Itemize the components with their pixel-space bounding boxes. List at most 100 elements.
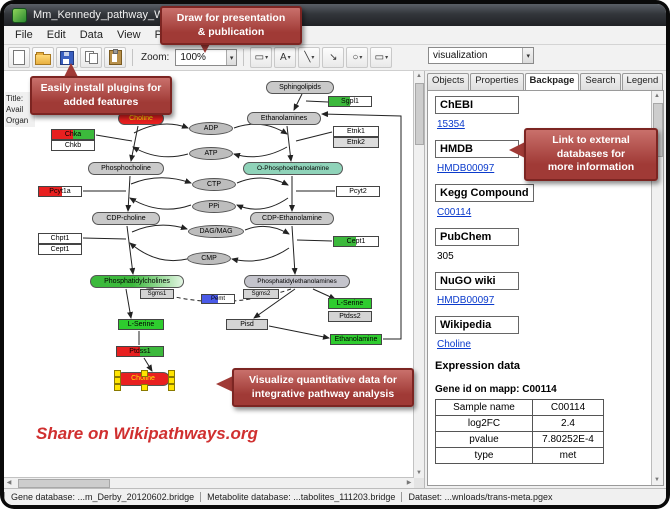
pathway-edge[interactable] bbox=[143, 357, 153, 372]
title-bar[interactable]: Mm_Kennedy_pathway_WP1771_45176.gpml bbox=[4, 4, 666, 26]
line-tool-button[interactable]: ╲▾ bbox=[298, 47, 321, 68]
pathway-edge[interactable] bbox=[231, 247, 290, 264]
pathway-node-atp[interactable]: ATP bbox=[189, 147, 233, 160]
pathway-edge[interactable] bbox=[125, 175, 132, 212]
label-tool-button[interactable]: A▾ bbox=[274, 47, 297, 68]
backpage-link[interactable]: C00114 bbox=[437, 207, 472, 218]
pathway-node-sphingolipids[interactable]: Sphingolipids bbox=[266, 81, 334, 94]
selection-handle[interactable] bbox=[114, 384, 121, 391]
tab-legend[interactable]: Legend bbox=[621, 73, 664, 90]
tab-objects[interactable]: Objects bbox=[427, 73, 470, 90]
pathway-node-ptdss2[interactable]: Ptdss2 bbox=[328, 311, 372, 322]
selection-handle[interactable] bbox=[168, 384, 175, 391]
open-file-button[interactable] bbox=[32, 47, 54, 68]
selection-handle[interactable] bbox=[141, 370, 148, 377]
pathway-node-pcyt1a[interactable]: Pcyt1a bbox=[38, 186, 82, 197]
pathway-edge[interactable] bbox=[296, 239, 333, 242]
rectangle-tool-button[interactable]: ▭▾ bbox=[370, 47, 393, 68]
pathway-node-etnk1[interactable]: Etnk1 bbox=[333, 126, 379, 137]
pathway-edge[interactable] bbox=[133, 123, 189, 134]
menu-data[interactable]: Data bbox=[79, 29, 103, 41]
graphical-line-tool-button[interactable]: ↘ bbox=[322, 47, 345, 68]
datanode-tool-button[interactable]: ▭▾ bbox=[250, 47, 273, 68]
pathway-node-o-phosphoethanolamine[interactable]: O-Phosphoethanolamine bbox=[243, 162, 343, 175]
pathway-node-adp[interactable]: ADP bbox=[189, 122, 233, 135]
pathway-node-etnk2[interactable]: Etnk2 bbox=[333, 137, 379, 148]
pathway-node-sgpl1[interactable]: Sgpl1 bbox=[328, 96, 372, 107]
paste-button[interactable] bbox=[104, 47, 126, 68]
backpage-link[interactable]: 15354 bbox=[437, 119, 465, 130]
new-file-button[interactable] bbox=[8, 47, 30, 68]
copy-button[interactable] bbox=[80, 47, 102, 68]
visualization-select[interactable]: visualization ▾ bbox=[428, 47, 534, 64]
pathway-edge[interactable] bbox=[244, 225, 290, 235]
scroll-up-icon[interactable]: ▲ bbox=[416, 73, 422, 79]
selection-handle[interactable] bbox=[168, 370, 175, 377]
pathway-node-phosphocholine[interactable]: Phosphocholine bbox=[88, 162, 164, 175]
pathway-node-ptdss1[interactable]: Ptdss1 bbox=[116, 346, 164, 357]
pathway-edge[interactable] bbox=[129, 197, 192, 210]
pathway-node-dag-mag[interactable]: DAG/MAG bbox=[188, 225, 244, 238]
pathway-edge[interactable] bbox=[233, 123, 288, 135]
pathway-node-chkb[interactable]: Chkb bbox=[51, 140, 95, 151]
scroll-right-icon[interactable]: ▶ bbox=[406, 480, 412, 486]
pathway-edge[interactable] bbox=[95, 134, 133, 142]
pathway-node-l-serine[interactable]: L-Serine bbox=[328, 298, 372, 309]
pathway-node-cmp[interactable]: CMP bbox=[187, 252, 231, 265]
pathway-node-ethanolamine[interactable]: Ethanolamine bbox=[330, 334, 382, 345]
pathway-edge[interactable] bbox=[126, 225, 136, 275]
menu-view[interactable]: View bbox=[116, 29, 141, 41]
pathway-node-l-serine[interactable]: L-Serine bbox=[118, 319, 164, 330]
pathway-edge[interactable] bbox=[131, 224, 188, 233]
backpage-link[interactable]: Choline bbox=[437, 339, 471, 350]
scroll-left-icon[interactable]: ◀ bbox=[6, 480, 12, 486]
pathway-node-ppi[interactable]: PPi bbox=[192, 200, 236, 213]
pathway-node-chpt1[interactable]: Chpt1 bbox=[38, 233, 82, 244]
pathway-edge[interactable] bbox=[312, 288, 336, 300]
pathway-edge[interactable] bbox=[291, 225, 298, 275]
pathway-node-choline[interactable]: Choline bbox=[114, 370, 175, 391]
pathway-node-cdp-ethanolamine[interactable]: CDP-Ethanolamine bbox=[250, 212, 334, 225]
canvas-horizontal-scrollbar[interactable]: ◀ ▶ bbox=[4, 477, 414, 488]
scrollbar-thumb[interactable] bbox=[415, 83, 424, 145]
pathway-node-ctp[interactable]: CTP bbox=[192, 178, 236, 191]
pathway-edge[interactable] bbox=[305, 100, 329, 103]
menu-file[interactable]: File bbox=[15, 29, 33, 41]
backpage-link[interactable]: HMDB00097 bbox=[437, 163, 495, 174]
pathway-node-pisd[interactable]: Pisd bbox=[226, 319, 268, 330]
pathway-node-cept1[interactable]: Cept1 bbox=[333, 236, 379, 247]
pathway-node-pemt[interactable]: Pemt bbox=[201, 294, 235, 304]
canvas-vertical-scrollbar[interactable]: ▲ ▼ bbox=[413, 71, 424, 478]
selection-handle[interactable] bbox=[141, 384, 148, 391]
pathway-node-ethanolamines[interactable]: Ethanolamines bbox=[247, 112, 321, 125]
pathway-edge[interactable] bbox=[82, 237, 127, 240]
oval-tool-button[interactable]: ○▾ bbox=[346, 47, 369, 68]
pathway-edge[interactable] bbox=[268, 325, 330, 340]
pathway-node-chka[interactable]: Chka bbox=[51, 129, 95, 140]
pathway-node-phosphatidylcholines[interactable]: Phosphatidylcholines bbox=[90, 275, 184, 288]
pathway-node-sgms2[interactable]: Sgms2 bbox=[243, 289, 279, 299]
menu-edit[interactable]: Edit bbox=[46, 29, 66, 41]
pathway-edge[interactable] bbox=[321, 111, 402, 340]
backpage-link[interactable]: HMDB00097 bbox=[437, 295, 495, 306]
pathway-edge[interactable] bbox=[293, 93, 303, 111]
pathway-node-cdp-choline[interactable]: CDP-choline bbox=[92, 212, 160, 225]
scrollbar-thumb[interactable] bbox=[18, 479, 110, 488]
selection-handle[interactable] bbox=[114, 377, 121, 384]
pathway-node-pcyt2[interactable]: Pcyt2 bbox=[336, 186, 380, 197]
pathway-edge[interactable] bbox=[236, 177, 289, 186]
pathway-node-cept1[interactable]: Cept1 bbox=[38, 244, 82, 255]
pathway-edge[interactable] bbox=[253, 288, 296, 319]
selection-handle[interactable] bbox=[168, 377, 175, 384]
save-file-button[interactable] bbox=[56, 47, 78, 68]
tab-backpage[interactable]: Backpage bbox=[524, 73, 580, 90]
scroll-down-icon[interactable]: ▼ bbox=[416, 470, 422, 476]
pathway-edge[interactable] bbox=[125, 288, 133, 319]
pathway-node-sgms1[interactable]: Sgms1 bbox=[140, 289, 174, 299]
scroll-down-icon[interactable]: ▼ bbox=[654, 477, 660, 483]
tab-search[interactable]: Search bbox=[580, 73, 621, 90]
pathway-node-phosphatidylethanolamines[interactable]: Phosphatidylethanolamines bbox=[244, 275, 350, 288]
pathway-edge[interactable] bbox=[286, 125, 294, 162]
pathway-edge[interactable] bbox=[295, 131, 333, 142]
